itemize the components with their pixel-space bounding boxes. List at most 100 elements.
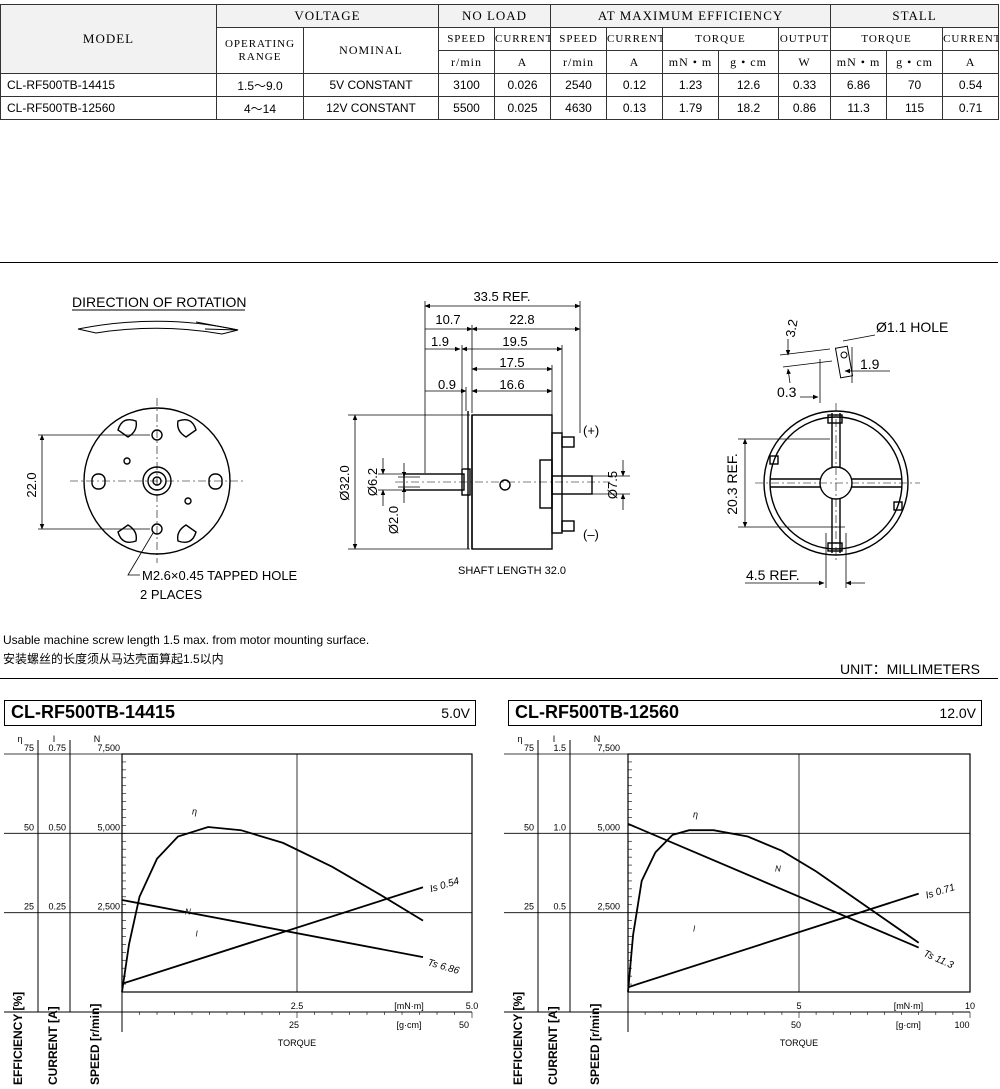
table-row: CL-RF500TB-12560 4〜14 12V CONSTANT 5500 … (0, 96, 1000, 120)
eff-tick-label: 75 (524, 743, 534, 753)
side-view (403, 411, 593, 550)
eff-tick-label: 50 (24, 822, 34, 832)
rear-centerlines (755, 403, 920, 563)
header-current: CURRENT (493, 27, 552, 51)
table-cell: 5500 (438, 96, 495, 120)
series-efficiency (627, 829, 920, 993)
table-cell: 18.2 (718, 96, 780, 120)
current-tick-label: 1.0 (553, 822, 566, 832)
series-speed (627, 822, 920, 949)
terminal-plus: (+) (583, 423, 599, 438)
header-no-load: NO LOAD (437, 4, 552, 28)
dim-22: 22.0 (24, 472, 39, 497)
series-label-speed: N (775, 864, 781, 873)
axis-symbol: I (53, 734, 56, 744)
motor-drawings: DIRECTION OF ROTATION 22.0 M2.6×0.45 TAP… (24, 289, 948, 602)
dim-22-lines (38, 434, 150, 530)
y-axis-label: CURRENT [A] (546, 1006, 560, 1085)
tapped-hole-label: M2.6×0.45 TAPPED HOLE (142, 568, 298, 583)
dim-3-2: 3.2 (783, 318, 801, 338)
series-label-current: I (196, 929, 199, 938)
dim-0-3: 0.3 (777, 384, 797, 400)
header-output: OUTPUT (778, 27, 832, 51)
annotation-is: Is 0.71 (924, 882, 956, 901)
x-axis-label: TORQUE (780, 1038, 818, 1048)
section-divider (0, 678, 998, 679)
x-tick-label: 100 (954, 1020, 969, 1030)
unit-cell: A (493, 50, 552, 74)
unit-cell: A (606, 50, 664, 74)
eff-tick-label: 75 (24, 743, 34, 753)
header-model: MODEL (0, 4, 217, 74)
table-row: CL-RF500TB-14415 1.5〜9.0 5V CONSTANT 310… (0, 73, 1000, 97)
header-voltage: VOLTAGE (216, 4, 439, 28)
table-cell: 12V CONSTANT (303, 96, 439, 120)
current-tick-label: 0.50 (48, 822, 66, 832)
y-axis-label: SPEED [r/min] (88, 1004, 102, 1085)
y-axis-label: EFFICIENCY [%] (511, 992, 525, 1085)
model-cell: CL-RF500TB-12560 (0, 96, 217, 120)
table-cell: 0.025 (493, 96, 552, 120)
chart-1-voltage: 5.0V (441, 705, 470, 721)
current-tick-label: 1.5 (553, 743, 566, 753)
dim-phi32: Ø32.0 (337, 465, 352, 500)
chart-2-voltage: 12.0V (939, 705, 976, 721)
speed-tick-label: 5,000 (597, 822, 620, 832)
table-cell: 4630 (550, 96, 608, 120)
chart-2-title-box: CL-RF500TB-12560 12.0V (508, 700, 982, 726)
axis-symbol: η (17, 734, 22, 744)
unit-cell: r/min (550, 50, 608, 74)
shaft-length-label: SHAFT LENGTH 32.0 (458, 565, 566, 577)
dim-phi2: Ø2.0 (386, 506, 401, 534)
axis-symbol: I (553, 734, 556, 744)
series-label-current: I (693, 925, 696, 934)
current-tick-label: 0.5 (553, 902, 566, 912)
speed-tick-label: 5,000 (97, 822, 120, 832)
table-cell: 0.026 (493, 73, 552, 97)
current-tick-label: 0.75 (48, 743, 66, 753)
x-tick-label: 5.0 (466, 1001, 479, 1011)
direction-title: DIRECTION OF ROTATION (72, 294, 246, 310)
table-cell: 6.86 (830, 73, 888, 97)
series-label-efficiency: η (192, 806, 197, 816)
dim-16-6: 16.6 (499, 377, 524, 392)
eff-tick-label: 25 (524, 902, 534, 912)
table-cell: 0.71 (942, 96, 1000, 120)
table-cell: 12.6 (718, 73, 780, 97)
speed-tick-label: 7,500 (97, 743, 120, 753)
series-efficiency (121, 826, 424, 993)
x-axis-label: TORQUE (278, 1038, 316, 1048)
header-stall: STALL (830, 4, 1000, 28)
y-axis-label: SPEED [r/min] (588, 1004, 602, 1085)
annotation-ts: Ts 6.86 (426, 957, 461, 977)
x-unit-mn: [mN·m] (894, 1001, 924, 1011)
unit-cell: r/min (438, 50, 495, 74)
x-tick-label: 2.5 (291, 1001, 304, 1011)
dim-1-9b: 1.9 (860, 356, 880, 372)
header-current: CURRENT (942, 27, 1000, 51)
x-tick-label: 10 (965, 1001, 975, 1011)
series-label-speed: N (185, 907, 191, 916)
header-current: CURRENT (606, 27, 664, 51)
header-nominal: NOMINAL (303, 27, 439, 74)
header-speed: SPEED (438, 27, 495, 51)
dim-10-7: 10.7 (435, 312, 460, 327)
current-tick-label: 0.25 (48, 902, 66, 912)
section-divider (0, 262, 998, 263)
table-cell: 1.23 (662, 73, 720, 97)
rotation-arrowhead-icon (195, 321, 239, 331)
side-dimension-lines (348, 301, 630, 550)
unit-cell: mN • m (662, 50, 720, 74)
series-speed (121, 899, 424, 958)
tapped-hole-leader (127, 532, 154, 576)
terminal-minus: (–) (583, 527, 599, 542)
table-cell: 0.54 (942, 73, 1000, 97)
table-cell: 5V CONSTANT (303, 73, 439, 97)
speed-tick-label: 2,500 (597, 902, 620, 912)
dim-33-5: 33.5 REF. (473, 289, 530, 304)
x-unit-g: [g·cm] (396, 1020, 421, 1030)
table-cell: 115 (886, 96, 944, 120)
dim-22-8: 22.8 (509, 312, 534, 327)
